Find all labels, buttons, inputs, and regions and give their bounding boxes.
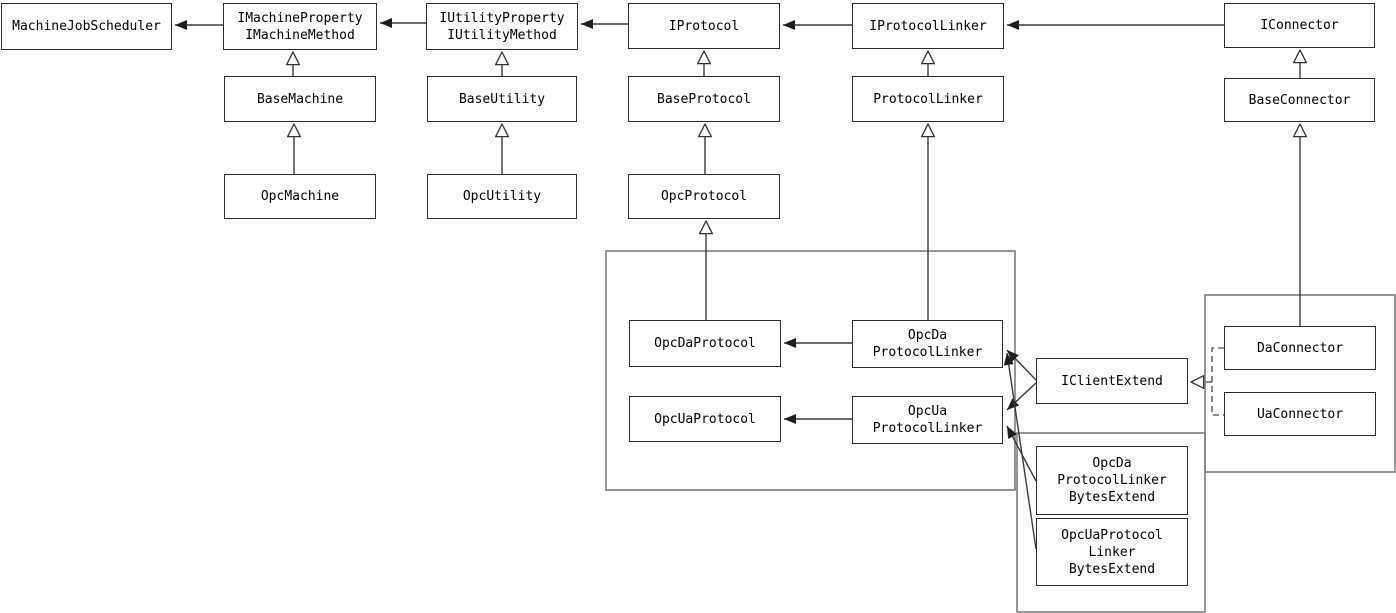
class-label: MachineJobScheduler (12, 19, 161, 34)
class-label: IProtocolLinker (869, 18, 987, 34)
class-label: OpcUa (907, 404, 948, 419)
class-box-iutilityproperty-iutilitymethod[interactable]: IUtilityProperty IUtilityMethod (426, 3, 578, 50)
class-label: ProtocolLinker (872, 421, 983, 436)
class-box-opcutility[interactable]: OpcUtility (427, 174, 577, 219)
class-box-opcuaprotocol[interactable]: OpcUaProtocol (629, 396, 781, 442)
class-box-iclientextend[interactable]: IClientExtend (1036, 358, 1188, 404)
class-box-iconnector[interactable]: IConnector (1224, 3, 1375, 48)
class-label: OpcMachine (260, 189, 340, 204)
class-box-baseconnector[interactable]: BaseConnector (1224, 78, 1375, 122)
class-label: OpcDa (907, 328, 948, 343)
class-box-baseutility[interactable]: BaseUtility (427, 76, 577, 122)
class-box-baseprotocol[interactable]: BaseProtocol (628, 76, 780, 122)
class-box-machinejobscheduler[interactable]: MachineJobScheduler (1, 3, 172, 50)
class-box-opcdaprotocollinker[interactable]: OpcDa ProtocolLinker (852, 320, 1003, 368)
class-box-daconnector[interactable]: DaConnector (1224, 326, 1376, 370)
group-box-opc-protocol-linkers (605, 250, 1016, 491)
class-label: IMachineProperty (237, 10, 363, 26)
edge-connectors-dashed-bus (1211, 347, 1224, 416)
class-box-opcdaprotocollinkerbytesextend[interactable]: OpcDa ProtocolLinker BytesExtend (1036, 446, 1188, 515)
class-label: BytesExtend (1068, 490, 1156, 505)
class-label: DaConnector (1256, 340, 1344, 356)
class-box-iprotocollinker[interactable]: IProtocolLinker (852, 3, 1004, 49)
class-label: IUtilityMethod (447, 27, 557, 43)
class-box-iprotocol[interactable]: IProtocol (628, 3, 780, 49)
class-label: OpcUaProtocol (654, 411, 756, 427)
class-label: BaseMachine (256, 91, 344, 107)
class-box-opcdaprotocol[interactable]: OpcDaProtocol (629, 320, 781, 367)
class-label: IConnector (1260, 18, 1339, 33)
class-label: OpcUtility (462, 189, 542, 204)
class-label: ProtocolLinker (872, 345, 983, 360)
class-label: OpcDaProtocol (654, 336, 756, 351)
class-label: OpcProtocol (660, 189, 748, 204)
group-box-bytes-extend (1016, 432, 1206, 613)
class-label: UaConnector (1256, 406, 1344, 422)
class-box-opcprotocol[interactable]: OpcProtocol (628, 174, 780, 219)
class-label: IMachineMethod (245, 27, 355, 43)
class-label: OpcUaProtocol (1061, 527, 1163, 543)
edge-opcuabytesextend-to-opcdaprotocollinker (1003, 352, 1037, 550)
class-box-uaconnector[interactable]: UaConnector (1224, 392, 1376, 436)
class-label: IClientExtend (1061, 373, 1163, 389)
edge-iclientextend-to-opcdaprotocollinker (1006, 349, 1037, 381)
class-label: BaseProtocol (657, 91, 751, 107)
class-box-opcuaprotocollinkerbytesextend[interactable]: OpcUaProtocol Linker BytesExtend (1036, 518, 1188, 586)
class-box-opcuaprotocollinker[interactable]: OpcUa ProtocolLinker (852, 396, 1003, 444)
class-box-basemachine[interactable]: BaseMachine (224, 76, 376, 122)
class-box-imachineproperty-imachinemethod[interactable]: IMachineProperty IMachineMethod (223, 3, 377, 50)
edge-iclientextend-to-opcuaprotocollinker (1006, 382, 1037, 411)
class-label: BaseUtility (458, 91, 546, 107)
class-label: ProtocolLinker (1057, 473, 1167, 488)
class-label: ProtocolLinker (873, 91, 983, 107)
class-label: OpcDa (1092, 456, 1132, 471)
class-label: IUtilityProperty (439, 10, 565, 26)
class-box-protocollinker[interactable]: ProtocolLinker (852, 76, 1004, 122)
class-box-opcmachine[interactable]: OpcMachine (224, 174, 376, 219)
class-label: Linker (1088, 544, 1136, 560)
class-label: IProtocol (668, 18, 740, 34)
class-label: BytesExtend (1068, 561, 1156, 577)
class-label: BaseConnector (1248, 92, 1351, 108)
